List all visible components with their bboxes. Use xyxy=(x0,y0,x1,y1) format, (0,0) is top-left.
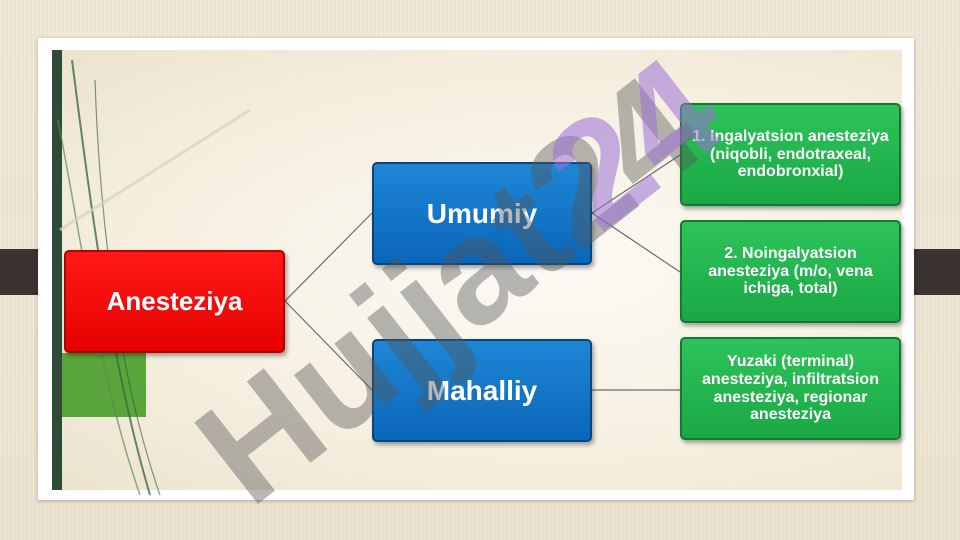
node-umumiy-label: Umumiy xyxy=(426,197,538,229)
node-ingalyatsion-label: 1. Ingalyatsion anesteziya (niqobli, end… xyxy=(692,127,889,181)
left-side-band xyxy=(0,249,40,295)
node-mahalliy-label: Mahalliy xyxy=(426,374,538,406)
green-accent-tab xyxy=(56,353,146,417)
node-anesteziya-label: Anesteziya xyxy=(106,286,243,316)
node-ingalyatsion: 1. Ingalyatsion anesteziya (niqobli, end… xyxy=(680,103,901,206)
slide-left-bar xyxy=(52,50,62,490)
node-noingalyatsion-label: 2. Noingalyatsion anesteziya (m/o, vena … xyxy=(708,244,873,298)
node-noingalyatsion: 2. Noingalyatsion anesteziya (m/o, vena … xyxy=(680,220,901,323)
node-mahalliy-types: Yuzaki (terminal) anesteziya, infiltrats… xyxy=(680,337,901,440)
node-umumiy: Umumiy xyxy=(372,162,592,265)
node-anesteziya: Anesteziya xyxy=(64,250,285,353)
node-mahalliy-types-label: Yuzaki (terminal) anesteziya, infiltrats… xyxy=(702,352,879,424)
node-mahalliy: Mahalliy xyxy=(372,339,592,442)
